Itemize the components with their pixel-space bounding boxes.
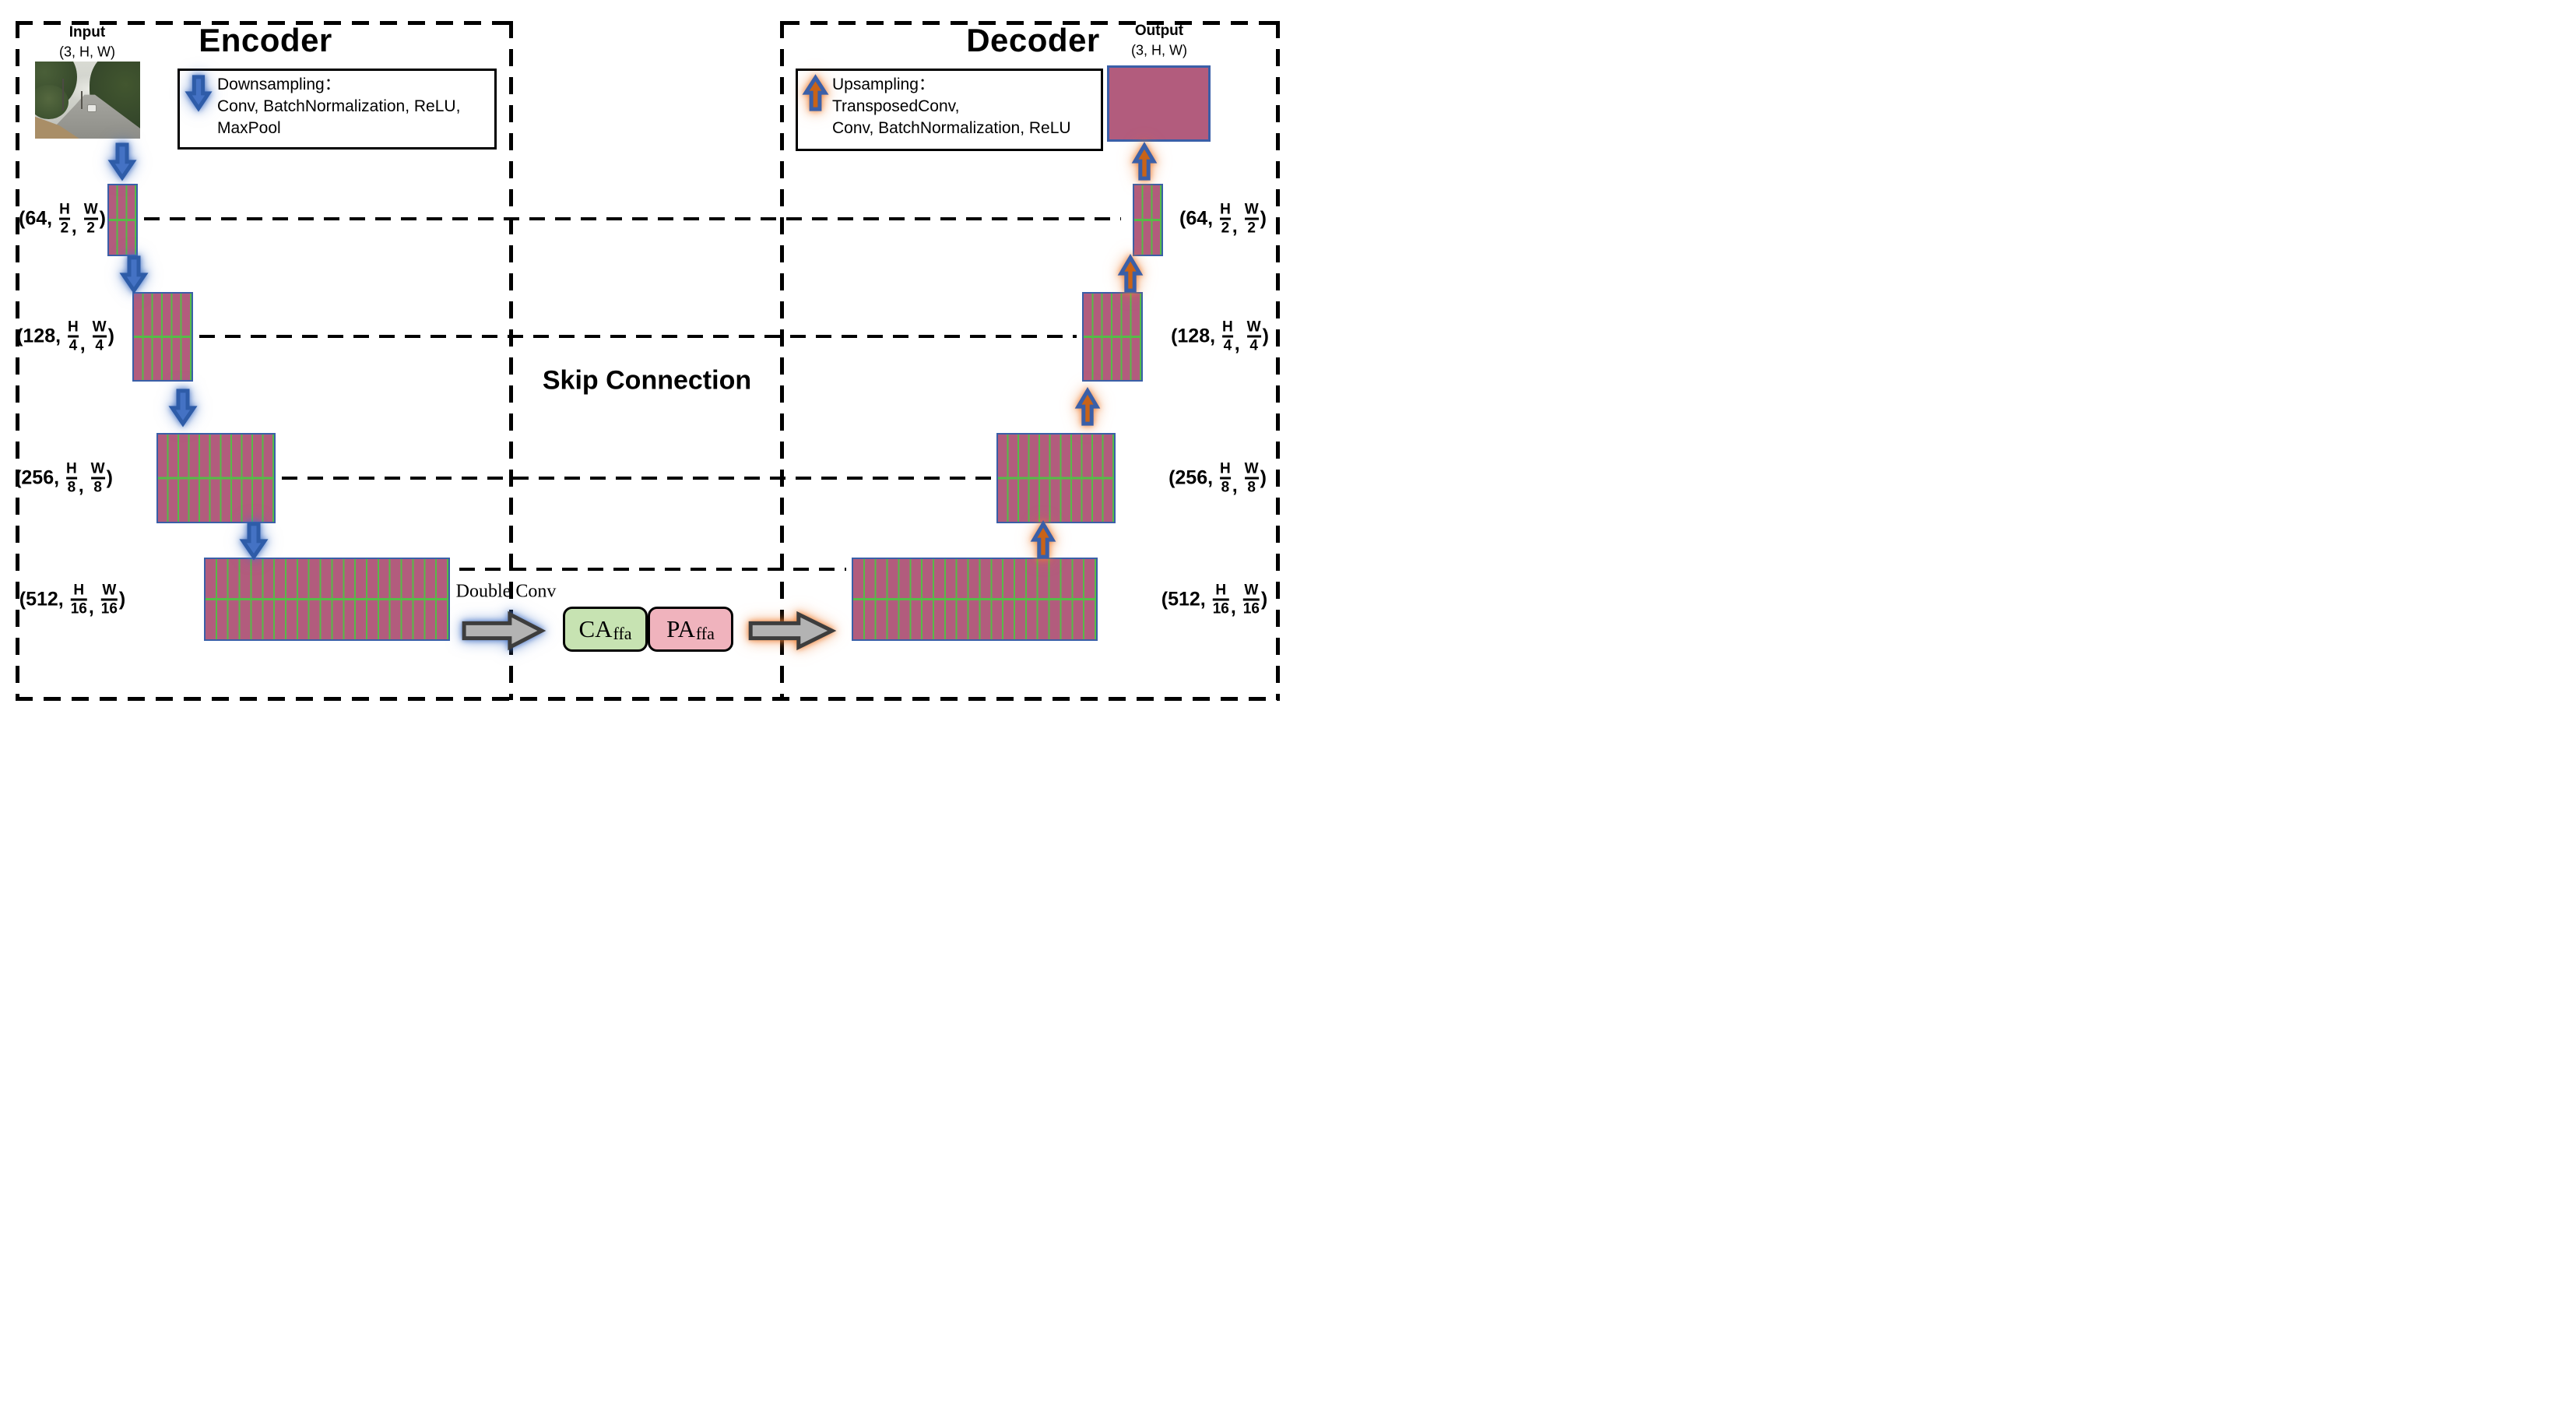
encoder-frame-left xyxy=(16,21,19,700)
encoder-frame-right xyxy=(509,21,513,700)
pa-label: PA xyxy=(666,615,695,642)
output-shape-label: (3, H, W) xyxy=(1131,42,1187,58)
skip-connection-line-512 xyxy=(459,568,846,571)
upsample-arrow-4 xyxy=(1033,523,1053,558)
downsampling-legend-title: Downsampling： xyxy=(217,76,341,93)
input-shape-label: (3, H, W) xyxy=(59,44,115,60)
bottleneck-arrow-out xyxy=(749,612,835,649)
feature-map-encoder-256 xyxy=(156,433,276,523)
downsample-arrow-2 xyxy=(122,257,146,291)
encoder-title: Encoder xyxy=(199,22,332,58)
unet-architecture-diagram: Encoder Decoder Skip Connection Double C… xyxy=(0,0,1288,709)
skip-connection-line-256 xyxy=(282,477,991,480)
feature-map-encoder-512 xyxy=(204,558,450,641)
upsample-arrow-1 xyxy=(1134,145,1154,179)
feature-map-decoder-128 xyxy=(1082,292,1143,382)
skip-connection-title: Skip Connection xyxy=(542,365,752,396)
upsampling-legend: Upsampling： TransposedConv, Conv, BatchN… xyxy=(796,69,1103,151)
skip-connection-line-128 xyxy=(199,335,1077,338)
downsample-arrow-4 xyxy=(242,523,265,558)
feature-map-encoder-128 xyxy=(132,292,193,382)
feature-map-encoder-64 xyxy=(107,184,138,256)
upsampling-legend-title: Upsampling： xyxy=(832,76,935,93)
encoder-frame-top xyxy=(16,21,511,25)
downsample-arrow-1 xyxy=(111,144,134,178)
pa-subscript: ffa xyxy=(695,624,715,643)
output-label: Output xyxy=(1134,23,1184,39)
car-in-photo xyxy=(86,104,97,113)
input-label: Input xyxy=(69,24,106,40)
bottom-frame xyxy=(16,697,1280,701)
output-feature-map xyxy=(1107,65,1211,142)
feature-map-decoder-512 xyxy=(852,558,1098,641)
skip-connection-line-64 xyxy=(144,217,1121,220)
downsampling-legend: Downsampling： Conv, BatchNormalization, … xyxy=(177,69,497,150)
downsampling-legend-line2: MaxPool xyxy=(217,119,281,137)
ca-label: CA xyxy=(578,615,613,642)
feature-map-decoder-64 xyxy=(1133,184,1163,256)
downsampling-legend-line1: Conv, BatchNormalization, ReLU, xyxy=(217,97,461,115)
upsampling-legend-line2: Conv, BatchNormalization, ReLU xyxy=(832,119,1071,137)
ca-subscript: ffa xyxy=(613,624,632,643)
bottleneck-arrow-in xyxy=(462,612,544,649)
upsampling-legend-line1: TransposedConv, xyxy=(832,97,960,115)
decoder-frame-left xyxy=(780,21,784,700)
input-road-photo xyxy=(35,62,140,139)
upsample-arrow-3 xyxy=(1077,390,1098,424)
decoder-frame-right xyxy=(1276,21,1280,700)
feature-map-decoder-256 xyxy=(996,433,1116,523)
upsample-arrow-2 xyxy=(1120,257,1140,291)
downsample-arrow-3 xyxy=(171,390,195,424)
double-conv-label: Double Conv xyxy=(455,581,557,602)
decoder-title: Decoder xyxy=(966,22,1100,58)
decoder-frame-top xyxy=(782,21,1276,25)
upsampling-arrow-icon xyxy=(805,77,826,110)
downsampling-arrow-icon xyxy=(188,76,209,109)
